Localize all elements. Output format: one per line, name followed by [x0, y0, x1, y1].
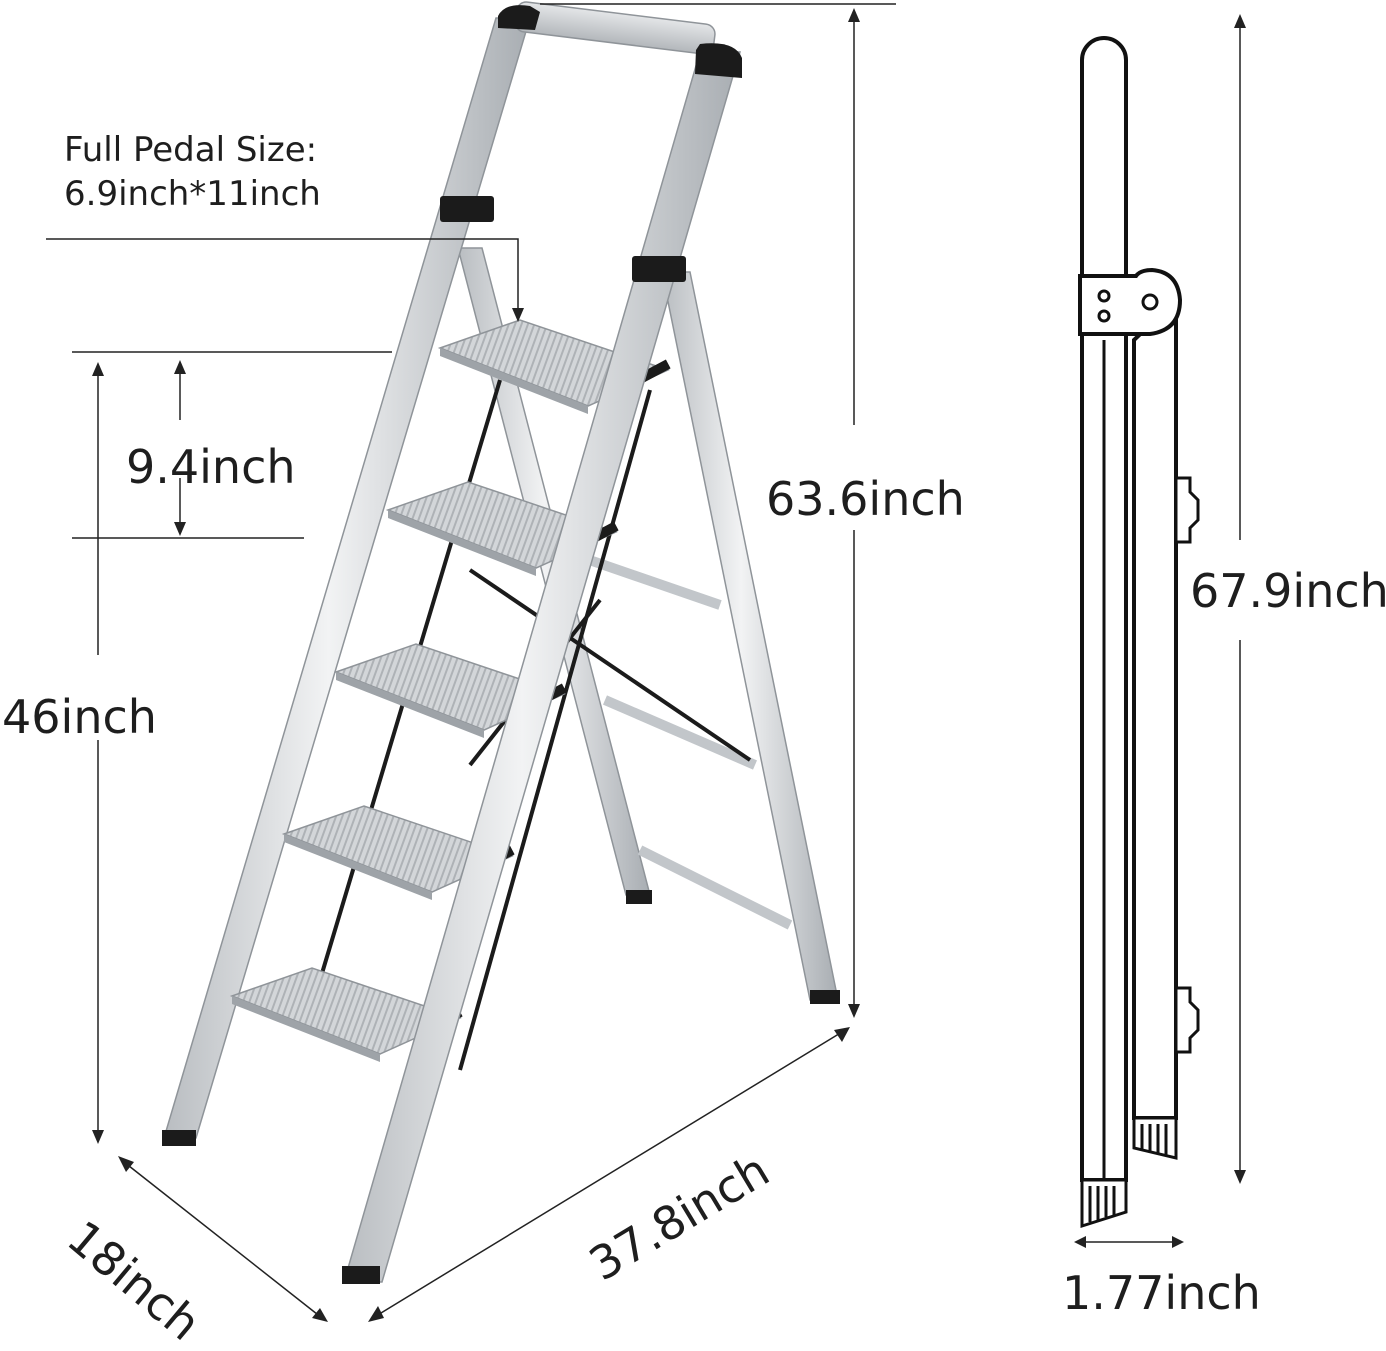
rear-crossbar-3 — [637, 845, 793, 930]
tread-edge-2 — [388, 510, 536, 576]
dimension-lines — [46, 3, 896, 1322]
base-length-arrowhead-end — [834, 1027, 850, 1042]
folded-rear-rail — [1132, 295, 1178, 1120]
handle-right-cap — [695, 43, 742, 78]
front-left-foot-cap — [162, 1130, 196, 1146]
folded-rear-foot — [1132, 1116, 1178, 1160]
step-spacing-label: 9.4inch — [126, 440, 296, 494]
strap-diagonal-1 — [468, 568, 752, 762]
folded-side-view — [1078, 36, 1200, 1229]
tread-edge-1 — [440, 348, 588, 414]
handle-left-cap — [498, 5, 540, 30]
folded-hinge-block — [1078, 267, 1183, 336]
hinge-rivet-3 — [1141, 293, 1159, 311]
lower-height-label: 46inch — [2, 690, 157, 744]
rear-right-leg — [661, 271, 839, 1001]
thickness-arrowhead-right — [1172, 1236, 1184, 1248]
hinge-bracket-right — [632, 256, 686, 282]
tread-5 — [229, 967, 463, 1055]
top-handle — [498, 1, 742, 78]
handle-bar — [514, 1, 716, 55]
tread-edge-5 — [232, 996, 380, 1062]
rear-crossbar-1 — [573, 550, 722, 610]
folded-clip-lower — [1174, 986, 1200, 1054]
pedal-size-leader — [46, 238, 519, 312]
low-height-arrowhead-up — [92, 362, 104, 376]
depth-arrowhead-start — [118, 1156, 134, 1172]
step-spacing-arrowhead-up — [174, 360, 186, 374]
folded-dimension-lines — [1074, 14, 1246, 1248]
rear-crossbar-2 — [603, 695, 757, 770]
thickness-arrowhead-left — [1074, 1236, 1086, 1248]
pedal-size-label: Full Pedal Size: 6.9inch*11inch — [64, 128, 321, 216]
pedal-size-title: Full Pedal Size: — [64, 130, 318, 170]
folded-clip-upper — [1174, 476, 1200, 544]
folded-height-label: 67.9inch — [1190, 564, 1386, 618]
depth-arrow — [123, 1161, 323, 1319]
folded-foot-grips — [1088, 1124, 1168, 1222]
tread-edge-4 — [284, 834, 432, 900]
hinge-bracket-left — [440, 196, 494, 222]
rear-foot-right-cap — [810, 990, 840, 1004]
hinge-rivet-2 — [1097, 309, 1111, 323]
open-height-arrowhead-down — [848, 1004, 860, 1018]
hinge-rivet-1 — [1097, 289, 1111, 303]
folded-thickness-label: 1.77inch — [1062, 1266, 1261, 1320]
open-height-arrowhead-up — [848, 8, 860, 22]
base-length-arrow — [375, 1031, 843, 1317]
rear-foot-left-cap — [626, 890, 652, 904]
tread-edge-3 — [336, 672, 484, 738]
low-height-arrowhead-down — [92, 1130, 104, 1144]
front-right-foot-cap — [342, 1266, 380, 1284]
folded-height-arrowhead-up — [1234, 14, 1246, 28]
strap-right — [458, 389, 652, 1071]
folded-height-arrowhead-down — [1234, 1170, 1246, 1184]
pedal-size-arrowhead — [512, 308, 524, 322]
step-spacing-arrowhead-down — [174, 522, 186, 536]
pedal-size-value: 6.9inch*11inch — [64, 174, 321, 214]
open-height-label: 63.6inch — [766, 472, 965, 526]
tread-clip-1 — [639, 359, 671, 383]
depth-arrowhead-end — [312, 1308, 328, 1322]
base-length-arrowhead-start — [368, 1306, 384, 1322]
